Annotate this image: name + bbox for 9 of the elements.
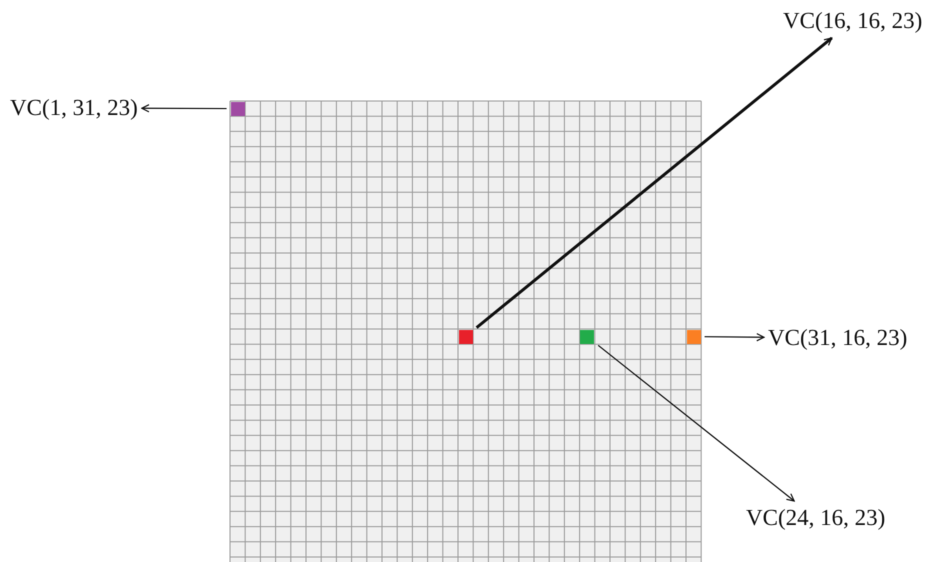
coordinate-label: VC(16, 16, 23) xyxy=(783,8,922,34)
arrow xyxy=(598,344,795,502)
highlighted-cell xyxy=(580,330,594,344)
arrow xyxy=(141,104,227,112)
coordinate-label: VC(31, 16, 23) xyxy=(768,325,908,351)
arrow xyxy=(476,36,833,329)
arrow xyxy=(704,333,765,342)
coordinate-label: VC(24, 16, 23) xyxy=(746,505,886,531)
coordinate-label: VC(1, 31, 23) xyxy=(10,95,138,121)
